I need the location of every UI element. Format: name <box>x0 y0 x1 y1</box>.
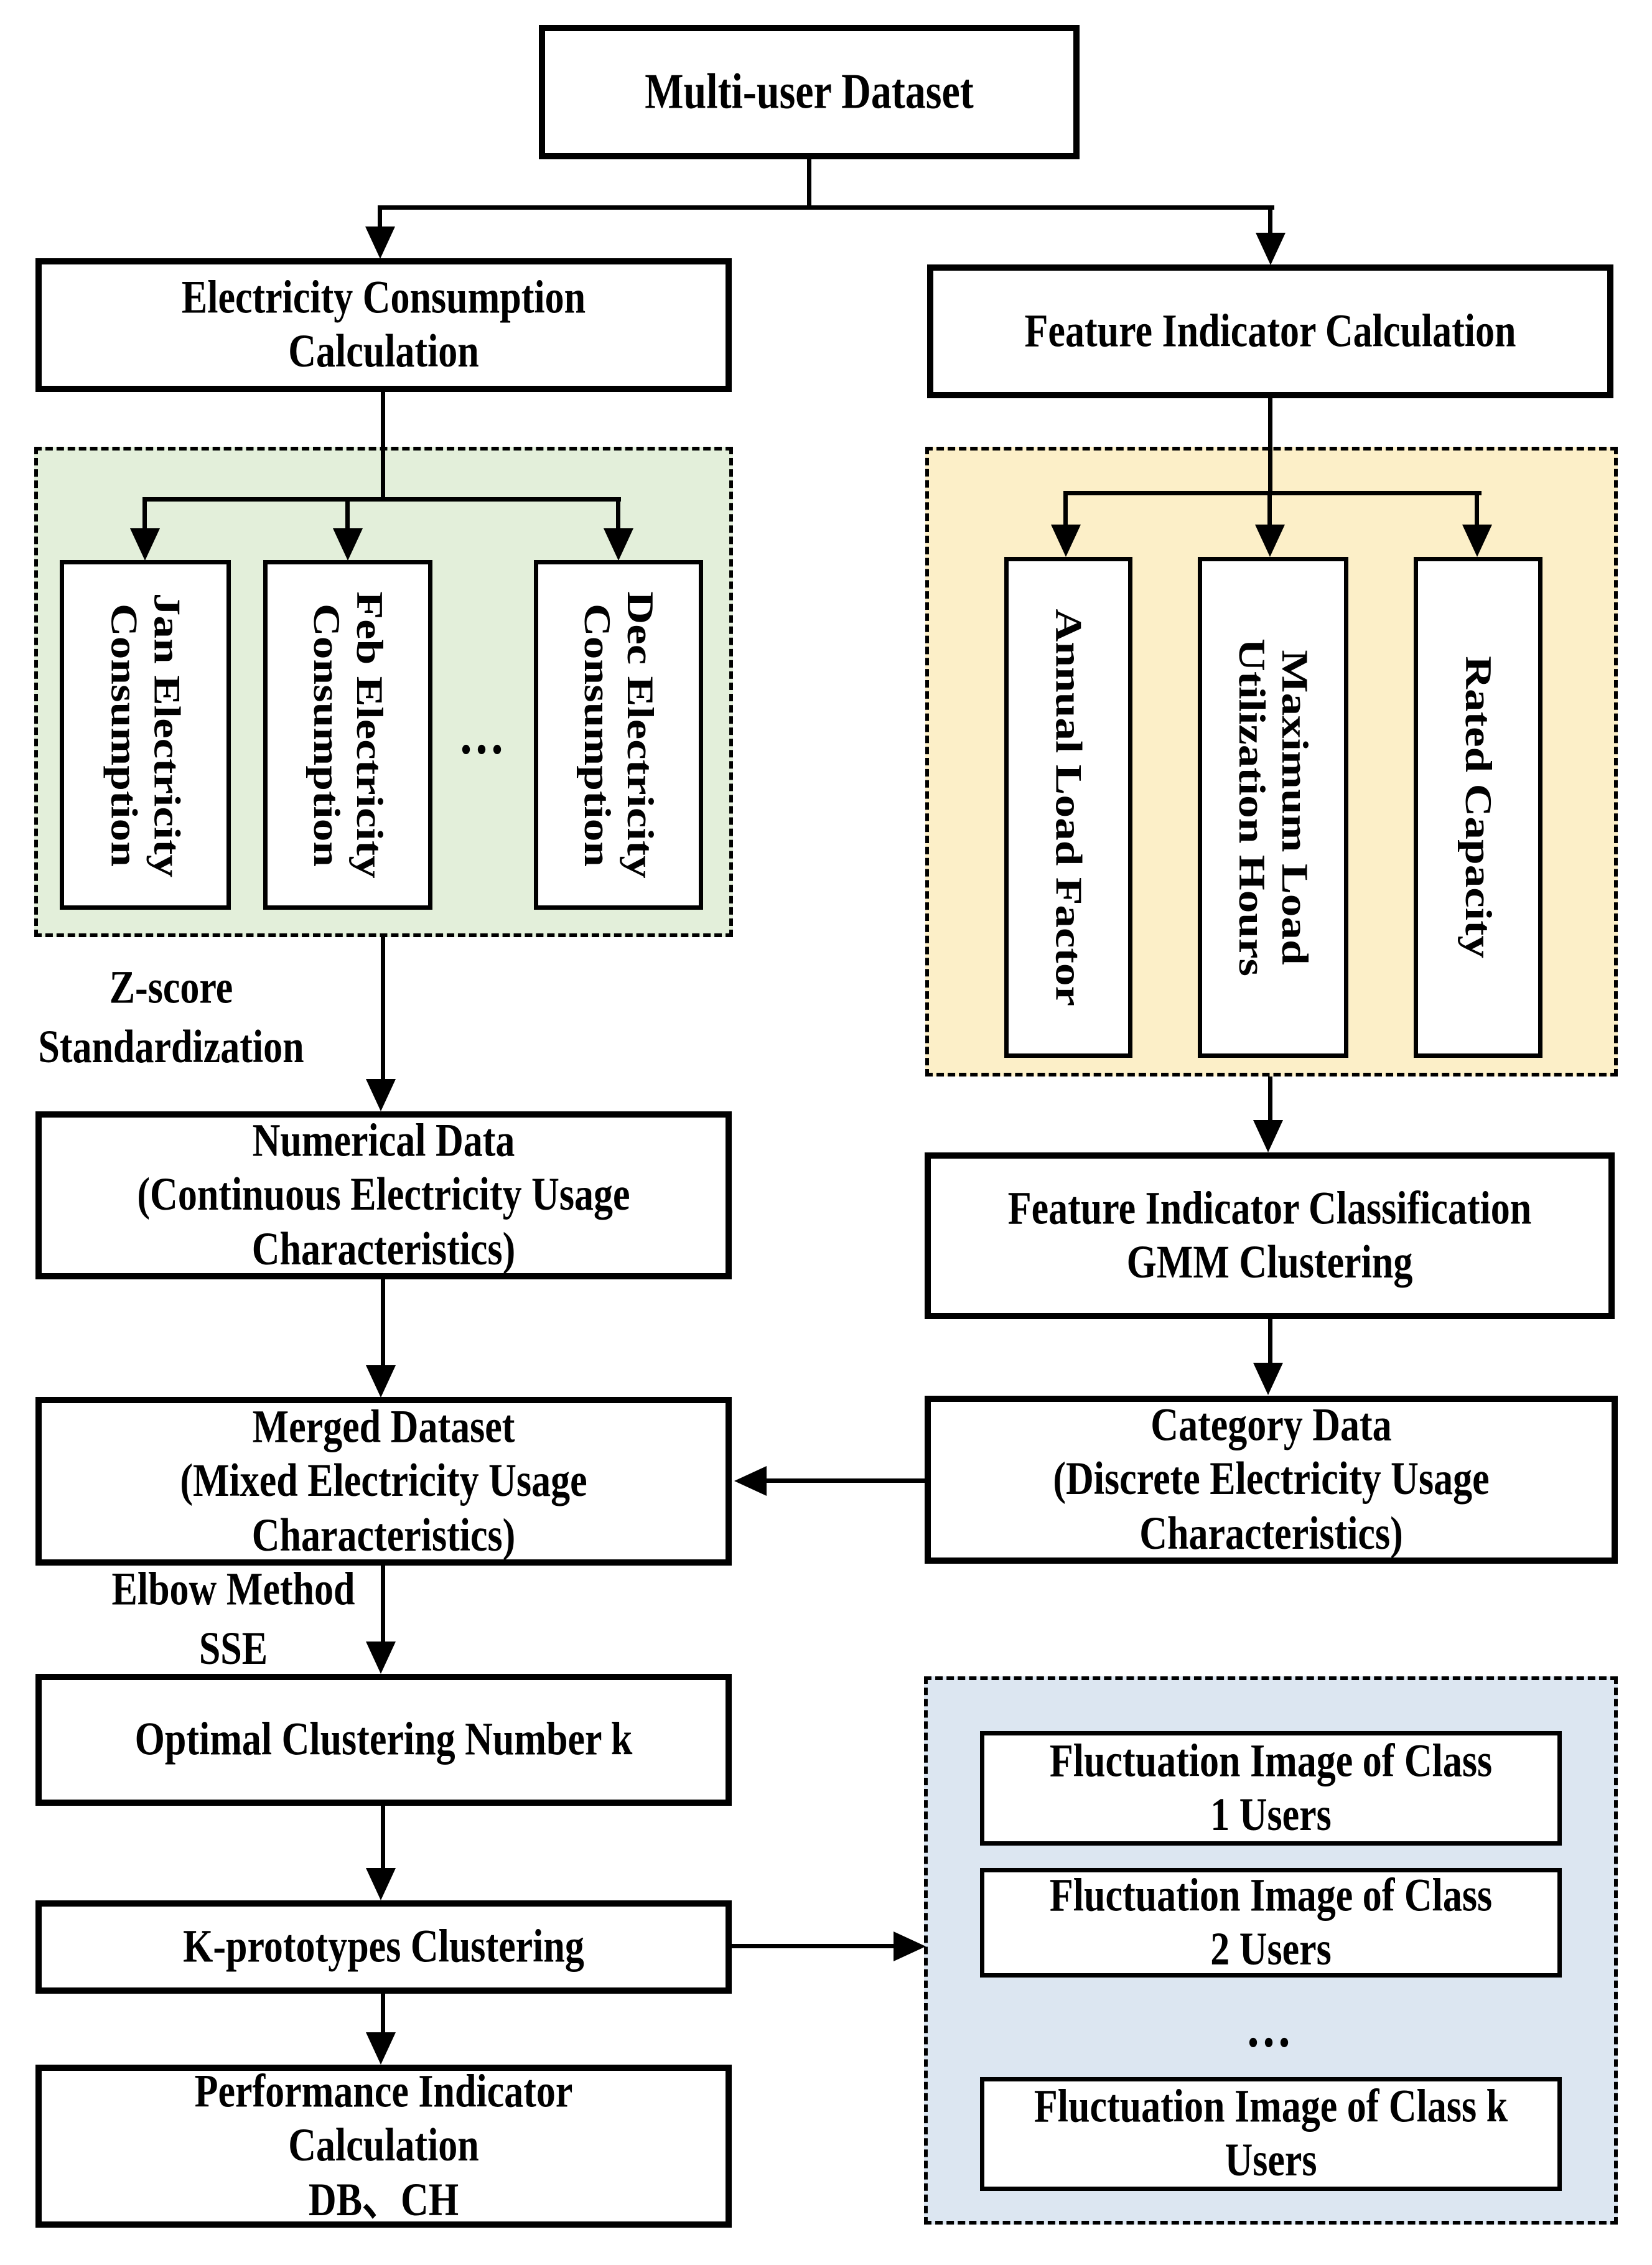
connector-to-fic <box>1268 205 1272 236</box>
connector-top-split <box>378 205 1274 210</box>
connector-optimal-to-kproto <box>381 1806 385 1869</box>
connector-fic-to-features <box>1268 398 1272 495</box>
arrow-down-category-icon <box>1253 1363 1283 1395</box>
arrow-down-rc-icon <box>1462 525 1492 557</box>
node-merged-dataset-label: Merged Dataset (Mixed Electricity Usage … <box>180 1401 587 1561</box>
node-feb-consumption-label: Feb Electricity Consumption <box>306 591 390 879</box>
node-kprototypes-clustering: K-prototypes Clustering <box>35 1900 732 1994</box>
arrow-down-merged-icon <box>366 1365 396 1398</box>
arrow-down-dec-icon <box>604 528 633 561</box>
months-ellipsis-label: ... <box>460 702 507 766</box>
arrow-down-performance-icon <box>366 2032 396 2065</box>
connector-top-down <box>807 159 811 209</box>
node-kprototypes-label: K-prototypes Clustering <box>183 1920 584 1973</box>
node-feb-consumption: Feb Electricity Consumption <box>263 560 432 910</box>
arrow-down-fic-icon <box>1256 233 1286 265</box>
node-rc-label: Rated Capacity <box>1458 656 1499 959</box>
months-ellipsis: ... <box>445 702 522 766</box>
connector-to-ecc <box>378 205 382 230</box>
node-merged-dataset: Merged Dataset (Mixed Electricity Usage … <box>35 1397 732 1566</box>
node-dec-consumption: Dec Electricity Consumption <box>534 560 703 910</box>
connector-kproto-to-performance <box>381 1994 385 2034</box>
connector-drop-mluh <box>1267 491 1272 528</box>
arrow-left-merged-icon <box>734 1466 767 1496</box>
node-dec-consumption-label: Dec Electricity Consumption <box>577 591 661 879</box>
node-electricity-consumption-calculation: Electricity Consumption Calculation <box>35 258 732 392</box>
node-fluctuation-classk: Fluctuation Image of Class k Users <box>980 2077 1562 2191</box>
connector-months-split <box>142 497 621 502</box>
node-gmm-clustering: Feature Indicator Classification GMM Clu… <box>925 1152 1615 1319</box>
zscore-standardization-label: Z-score Standardization <box>38 961 304 1072</box>
node-optimal-clustering-number: Optimal Clustering Number k <box>35 1674 732 1806</box>
arrow-down-jan-icon <box>130 528 160 561</box>
connector-features-to-gmm <box>1268 1076 1272 1121</box>
connector-features-split <box>1063 491 1482 495</box>
node-multi-user-dataset: Multi-user Dataset <box>539 25 1080 159</box>
arrow-down-optimal-icon <box>366 1642 396 1674</box>
connector-drop-dec <box>616 497 620 531</box>
connector-drop-jan <box>142 497 147 531</box>
node-optimal-label: Optimal Clustering Number k <box>134 1713 633 1765</box>
node-numerical-data-label: Numerical Data (Continuous Electricity U… <box>137 1114 630 1275</box>
connector-drop-rc <box>1475 491 1479 528</box>
node-fluct1-label: Fluctuation Image of Class 1 Users <box>1049 1735 1493 1841</box>
node-numerical-data: Numerical Data (Continuous Electricity U… <box>35 1111 732 1279</box>
node-jan-consumption: Jan Electricity Consumption <box>60 560 231 910</box>
node-annual-load-factor: Annual Load Factor <box>1004 557 1132 1058</box>
node-jan-consumption-label: Jan Electricity Consumption <box>103 592 188 877</box>
node-fic-label: Feature Indicator Calculation <box>1024 305 1516 357</box>
node-category-data-label: Category Data (Discrete Electricity Usag… <box>1053 1399 1490 1559</box>
arrow-down-kproto-icon <box>366 1868 396 1900</box>
node-rated-capacity: Rated Capacity <box>1414 557 1542 1058</box>
arrow-down-alf-icon <box>1051 525 1081 557</box>
node-performance-label: Performance Indicator Calculation DB、CH <box>194 2065 573 2226</box>
connector-numerical-to-merged <box>381 1279 385 1366</box>
connector-drop-feb <box>345 497 350 531</box>
node-gmm-label: Feature Indicator Classification GMM Clu… <box>1007 1182 1532 1289</box>
arrow-down-numerical-icon <box>366 1079 396 1111</box>
connector-category-to-merged <box>767 1478 925 1483</box>
connector-months-to-numerical <box>381 937 385 1081</box>
arrow-down-gmm-icon <box>1253 1120 1283 1152</box>
arrow-down-ecc-icon <box>365 226 395 259</box>
fluctuations-ellipsis-label: ... <box>1247 1995 1294 2059</box>
node-fluctuation-class2: Fluctuation Image of Class 2 Users <box>980 1868 1562 1978</box>
connector-ecc-to-months <box>381 392 385 502</box>
connector-merged-to-optimal <box>381 1566 385 1643</box>
node-feature-indicator-calculation: Feature Indicator Calculation <box>927 264 1613 398</box>
arrow-down-mluh-icon <box>1255 525 1285 557</box>
fluctuations-ellipsis: ... <box>1232 1995 1309 2059</box>
node-performance-indicator: Performance Indicator Calculation DB、CH <box>35 2065 732 2228</box>
node-fluctuation-class1: Fluctuation Image of Class 1 Users <box>980 1731 1562 1846</box>
node-fluct2-label: Fluctuation Image of Class 2 Users <box>1049 1869 1493 1976</box>
node-ecc-label: Electricity Consumption Calculation <box>181 271 586 378</box>
node-category-data: Category Data (Discrete Electricity Usag… <box>925 1396 1618 1564</box>
connector-gmm-to-category <box>1268 1319 1272 1364</box>
elbow-method-sse-label: Elbow Method SSE <box>111 1563 355 1674</box>
node-multi-user-dataset-label: Multi-user Dataset <box>645 63 974 119</box>
node-alf-label: Annual Load Factor <box>1048 609 1090 1006</box>
node-mluh-label: Maximum Load Utilization Hours <box>1231 638 1315 976</box>
node-fluctk-label: Fluctuation Image of Class k Users <box>1034 2080 1508 2187</box>
node-max-load-utilization-hours: Maximum Load Utilization Hours <box>1198 557 1348 1058</box>
connector-drop-alf <box>1063 491 1068 528</box>
connector-kproto-to-fluct <box>732 1944 895 1948</box>
arrow-down-feb-icon <box>333 528 363 561</box>
arrow-right-fluct-icon <box>894 1931 926 1961</box>
